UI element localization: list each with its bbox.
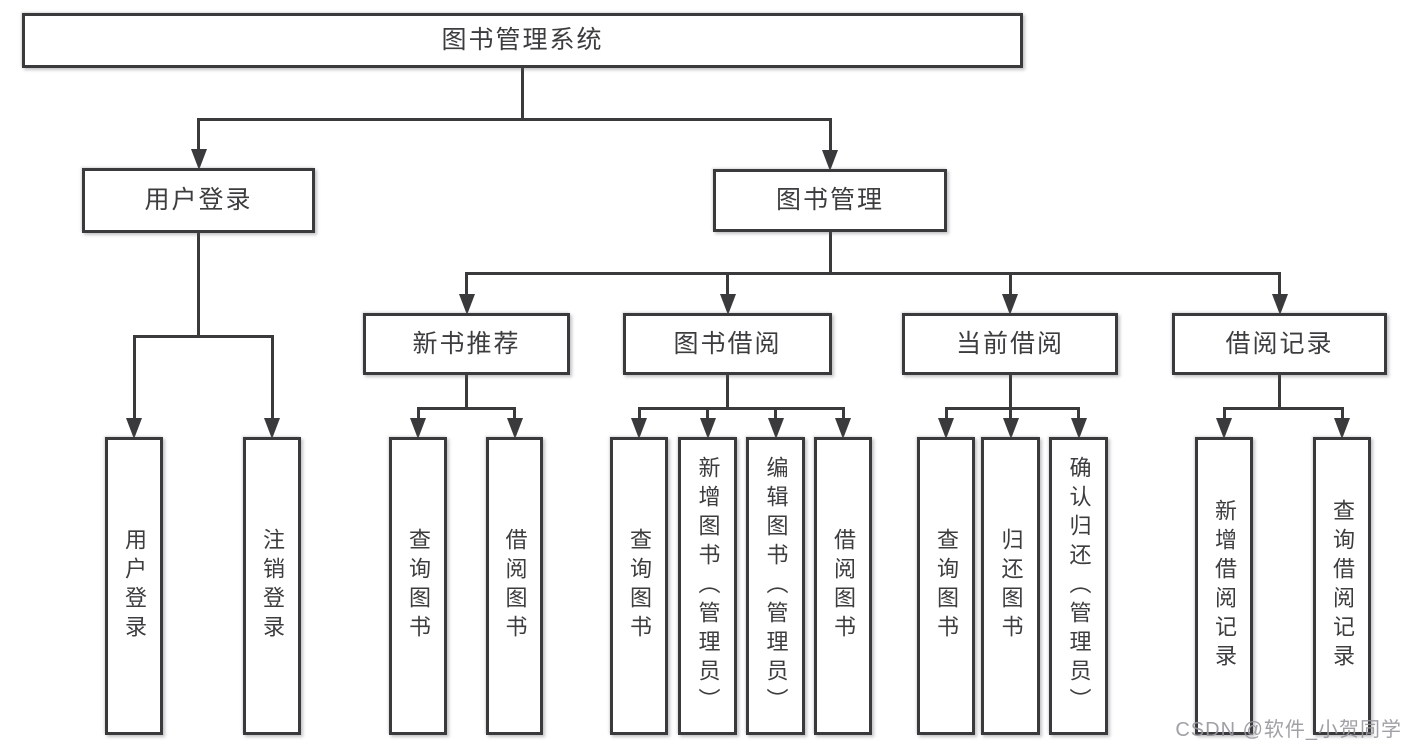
node-label: 注销登录 <box>260 528 285 644</box>
node-label: 编辑图书（管理员） <box>763 455 789 717</box>
connector-line <box>828 118 832 154</box>
arrowhead-icon <box>699 418 716 439</box>
arrowhead-icon <box>410 418 426 439</box>
arrowhead-icon <box>1002 294 1018 315</box>
connector-line <box>521 67 524 121</box>
arrowhead-icon <box>1271 294 1288 315</box>
connector-line <box>944 407 1080 410</box>
connector-line <box>197 118 832 121</box>
arrowhead-icon <box>190 149 207 170</box>
connector-line <box>637 407 845 410</box>
node-leaf-add-book: 新增图书（管理员） <box>678 437 737 735</box>
connector-line <box>726 272 729 298</box>
connector-line <box>1278 374 1281 410</box>
node-label: 借阅图书 <box>502 528 528 644</box>
node-leaf-user-login: 用户登录 <box>105 437 163 735</box>
node-leaf-query-book-2: 查询图书 <box>610 437 668 735</box>
arrowhead-icon <box>264 418 280 439</box>
arrowhead-icon <box>1070 418 1087 439</box>
node-new-book-recommend: 新书推荐 <box>363 313 570 375</box>
arrowhead-icon <box>631 418 647 439</box>
connector-line <box>1009 407 1012 422</box>
node-borrowing-records: 借阅记录 <box>1172 313 1387 375</box>
connector-line <box>944 407 948 422</box>
node-leaf-borrow-book-2: 借阅图书 <box>814 437 872 735</box>
connector-line <box>637 407 641 422</box>
node-label: 用户登录 <box>122 528 147 644</box>
node-label: 借阅记录 <box>1225 329 1334 358</box>
node-book-borrowing: 图书借阅 <box>623 313 832 375</box>
connector-line <box>1008 374 1012 410</box>
node-leaf-confirm-return: 确认归还（管理员） <box>1049 437 1108 735</box>
connector-line <box>1222 407 1226 422</box>
node-label: 图书管理 <box>775 186 884 214</box>
connector-line <box>726 374 729 410</box>
connector-line <box>197 118 200 153</box>
connector-line <box>465 374 468 410</box>
node-label: 图书管理系统 <box>441 26 604 54</box>
node-label: 查询借阅记录 <box>1330 499 1355 673</box>
node-root: 图书管理系统 <box>22 13 1023 68</box>
node-leaf-logout: 注销登录 <box>243 437 301 735</box>
arrowhead-icon <box>719 294 736 315</box>
node-leaf-query-book-1: 查询图书 <box>389 437 447 735</box>
connector-line <box>1222 407 1344 410</box>
arrowhead-icon <box>1334 418 1350 439</box>
connector-line <box>774 407 777 422</box>
connector-line <box>132 335 136 422</box>
arrowhead-icon <box>938 418 954 439</box>
connector-line <box>197 232 200 338</box>
connector-line <box>841 407 845 422</box>
csdn-watermark: CSDN @软件_小贺同学 <box>1175 719 1402 741</box>
node-label: 归还图书 <box>998 528 1024 644</box>
arrowhead-icon <box>835 418 851 439</box>
connector-line <box>465 272 468 298</box>
connector-line <box>706 407 709 422</box>
node-leaf-query-book-3: 查询图书 <box>917 437 975 735</box>
arrowhead-icon <box>506 418 523 439</box>
arrowhead-icon <box>767 418 784 439</box>
connector-line <box>1278 272 1281 298</box>
node-leaf-return-book: 归还图书 <box>981 437 1040 735</box>
node-label: 用户登录 <box>144 186 253 214</box>
node-leaf-query-borrow-record: 查询借阅记录 <box>1313 437 1371 735</box>
arrowhead-icon <box>458 294 475 315</box>
node-leaf-borrow-book-1: 借阅图书 <box>486 437 543 735</box>
node-label: 查询图书 <box>934 528 959 644</box>
connector-line <box>132 335 274 338</box>
node-label: 查询图书 <box>627 528 652 644</box>
connector-line <box>1077 407 1080 422</box>
node-label: 查询图书 <box>406 528 431 644</box>
node-label: 新书推荐 <box>412 329 521 358</box>
node-label: 图书借阅 <box>673 329 782 358</box>
arrowhead-icon <box>1002 418 1019 439</box>
node-label: 确认归还（管理员） <box>1066 455 1092 717</box>
connector-line <box>416 407 516 410</box>
connector-line <box>416 407 420 422</box>
node-label: 当前借阅 <box>955 329 1064 358</box>
arrowhead-icon <box>1216 418 1232 439</box>
connector-line <box>270 335 274 422</box>
connector-line <box>513 407 516 422</box>
node-leaf-edit-book: 编辑图书（管理员） <box>746 437 805 735</box>
node-label: 新增图书（管理员） <box>695 455 721 717</box>
node-label: 借阅图书 <box>831 528 856 644</box>
connector-line <box>828 231 832 275</box>
connector-line <box>1340 407 1344 422</box>
node-leaf-add-borrow-record: 新增借阅记录 <box>1195 437 1253 735</box>
arrowhead-icon <box>822 150 838 171</box>
node-user-login-group: 用户登录 <box>82 168 315 233</box>
connector-line <box>1008 272 1012 298</box>
arrowhead-icon <box>126 418 142 439</box>
node-book-management: 图书管理 <box>713 169 947 232</box>
connector-line <box>465 272 1281 275</box>
node-current-borrowing: 当前借阅 <box>902 313 1118 375</box>
node-label: 新增借阅记录 <box>1212 499 1237 673</box>
